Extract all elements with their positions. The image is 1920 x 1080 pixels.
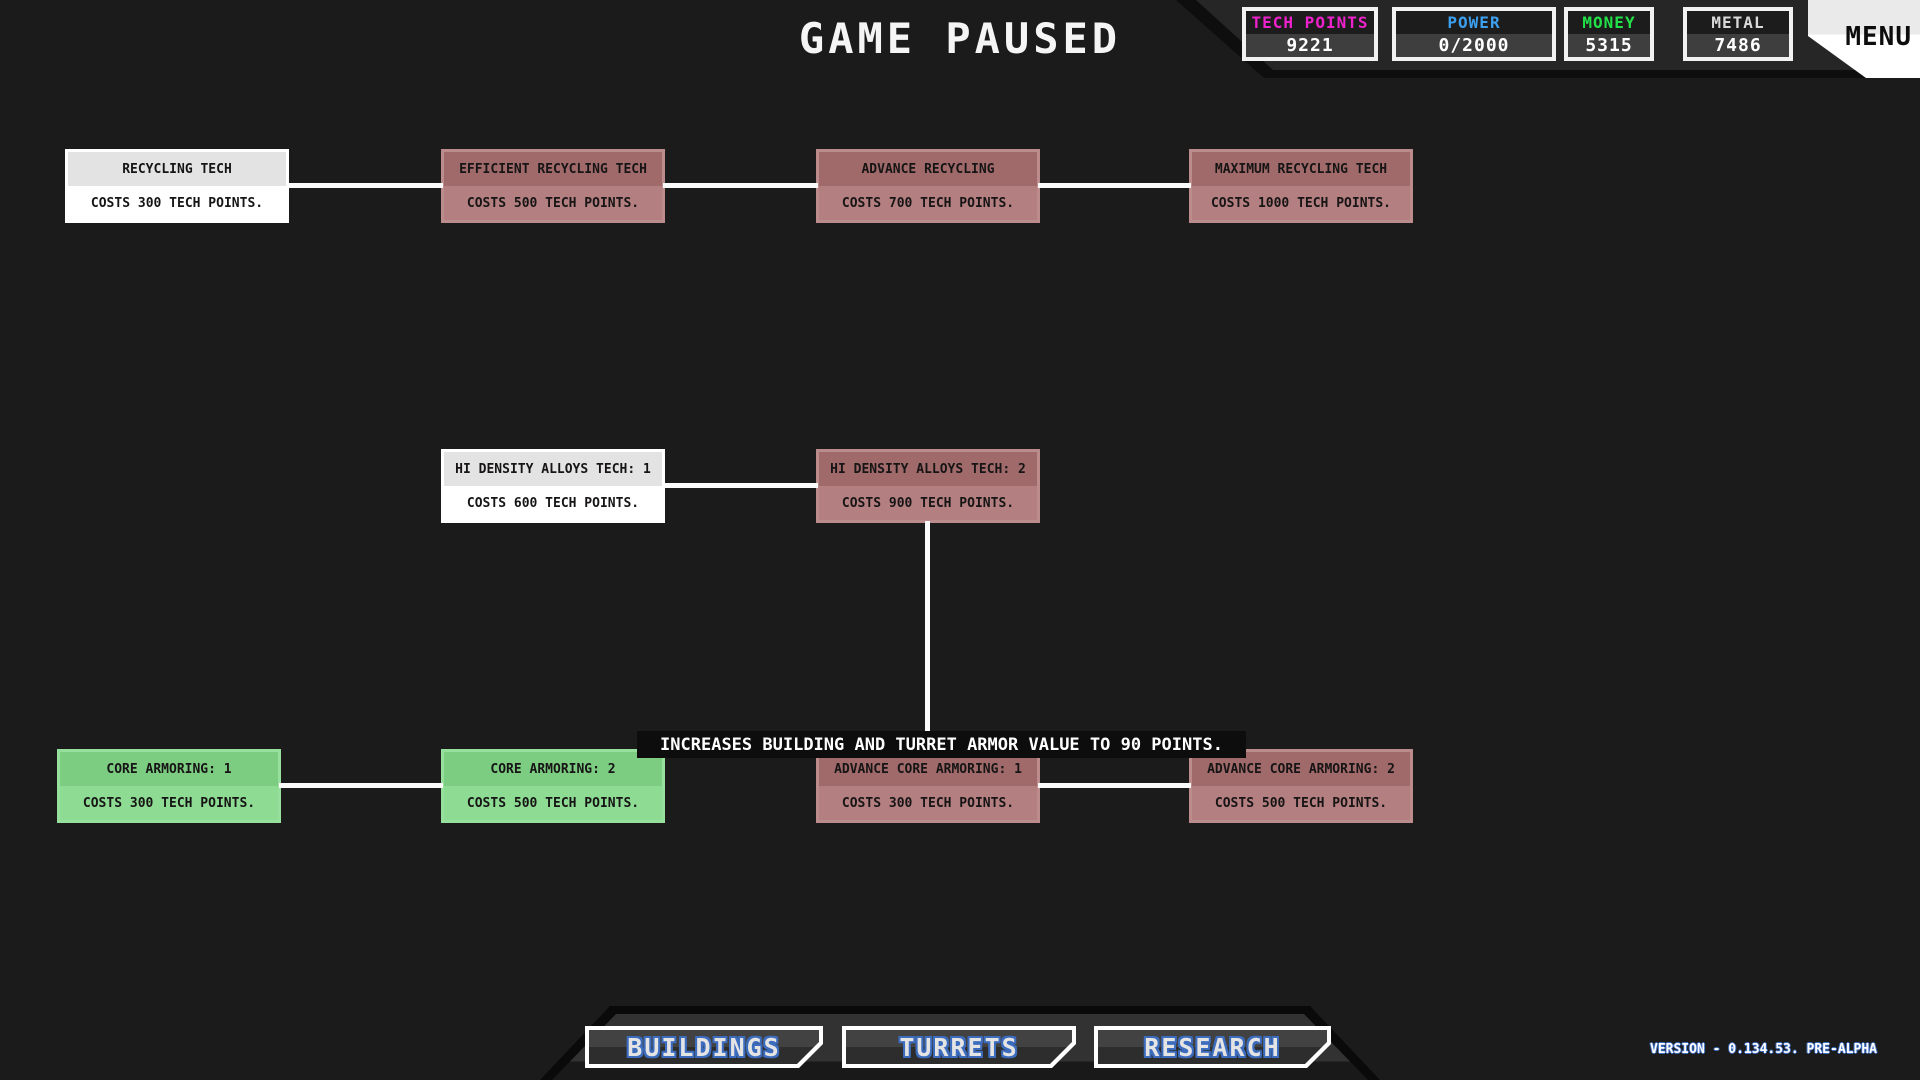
tab-research-face: RESEARCH xyxy=(1098,1030,1327,1064)
resource-metal-label: METAL xyxy=(1687,11,1789,34)
tech-node-cost: COSTS 300 TECH POINTS. xyxy=(60,786,278,820)
tech-node-title: ADVANCE RECYCLING xyxy=(819,152,1037,186)
tech-node-title: HI DENSITY ALLOYS TECH: 1 xyxy=(444,452,662,486)
tech-node-cost: COSTS 700 TECH POINTS. xyxy=(819,186,1037,220)
tech-node-cost: COSTS 500 TECH POINTS. xyxy=(1192,786,1410,820)
tooltip-text: INCREASES BUILDING AND TURRET ARMOR VALU… xyxy=(660,734,1223,755)
resource-money-value: 5315 xyxy=(1568,34,1650,57)
tech-node-cost: COSTS 900 TECH POINTS. xyxy=(819,486,1037,520)
tab-research[interactable]: RESEARCH xyxy=(1094,1026,1331,1068)
page-title: GAME PAUSED xyxy=(798,14,1122,63)
tech-link xyxy=(1038,183,1191,188)
tech-node-cost: COSTS 500 TECH POINTS. xyxy=(444,186,662,220)
tech-node-title: CORE ARMORING: 2 xyxy=(444,752,662,786)
version-label: VERSION - 0.134.53. PRE-ALPHA xyxy=(1650,1042,1877,1057)
tech-node-title: CORE ARMORING: 1 xyxy=(60,752,278,786)
tab-research-label: RESEARCH xyxy=(1144,1032,1281,1062)
tab-turrets[interactable]: TURRETS xyxy=(842,1026,1076,1068)
tech-node-title: MAXIMUM RECYCLING TECH xyxy=(1192,152,1410,186)
tab-buildings-face: BUILDINGS xyxy=(589,1030,819,1064)
tech-node-cost: COSTS 600 TECH POINTS. xyxy=(444,486,662,520)
tech-node-title: RECYCLING TECH xyxy=(68,152,286,186)
tech-link xyxy=(663,183,818,188)
tech-node-cost: COSTS 300 TECH POINTS. xyxy=(819,786,1037,820)
tech-link xyxy=(663,483,818,488)
resource-tech-points-value: 9221 xyxy=(1246,34,1374,57)
tech-node-title: EFFICIENT RECYCLING TECH xyxy=(444,152,662,186)
resource-money-label: MONEY xyxy=(1568,11,1650,34)
resource-metal-value: 7486 xyxy=(1687,34,1789,57)
resource-power-value: 0/2000 xyxy=(1396,34,1552,57)
tab-buildings[interactable]: BUILDINGS xyxy=(585,1026,823,1068)
resource-power-label: POWER xyxy=(1396,11,1552,34)
menu-button-label: MENU xyxy=(1845,22,1912,52)
tech-link xyxy=(1038,783,1191,788)
tech-node-title: HI DENSITY ALLOYS TECH: 2 xyxy=(819,452,1037,486)
tech-link xyxy=(279,783,443,788)
resource-tech-points-label: TECH POINTS xyxy=(1246,11,1374,34)
tech-link xyxy=(287,183,443,188)
tab-turrets-face: TURRETS xyxy=(846,1030,1072,1064)
tech-node-cost: COSTS 300 TECH POINTS. xyxy=(68,186,286,220)
tab-turrets-label: TURRETS xyxy=(899,1032,1019,1062)
tab-buildings-label: BUILDINGS xyxy=(627,1032,781,1062)
tech-node-cost: COSTS 1000 TECH POINTS. xyxy=(1192,186,1410,220)
tooltip: INCREASES BUILDING AND TURRET ARMOR VALU… xyxy=(637,731,1246,758)
tech-node-cost: COSTS 500 TECH POINTS. xyxy=(444,786,662,820)
tech-link-vertical xyxy=(925,521,930,731)
